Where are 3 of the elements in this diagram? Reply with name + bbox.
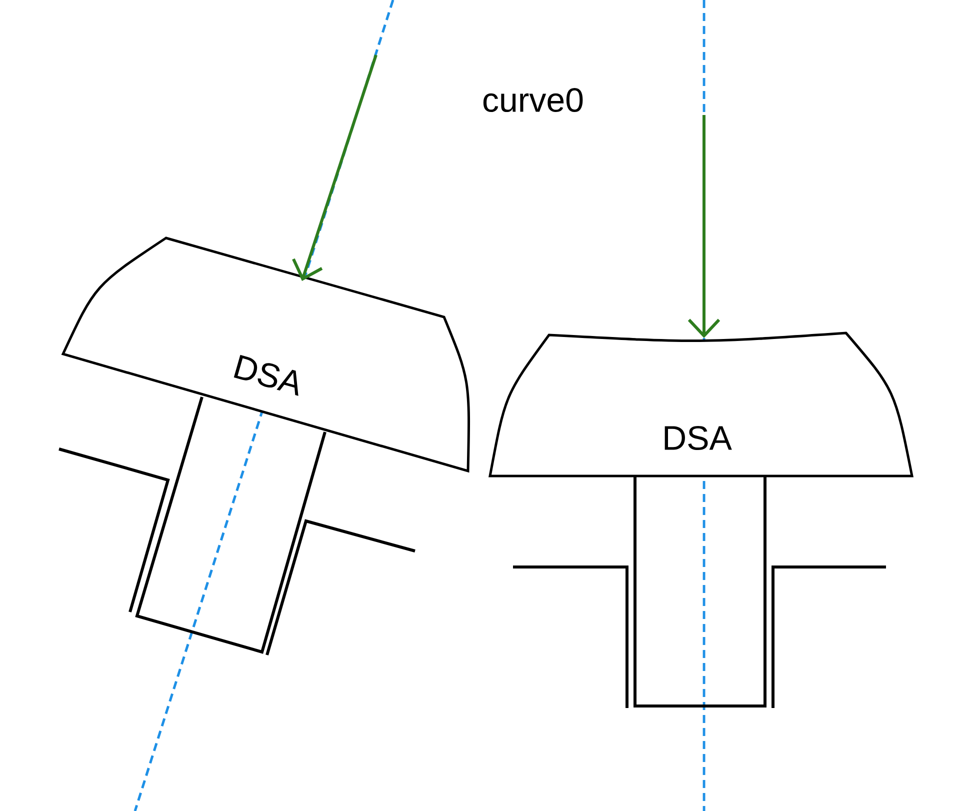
arrow [688,115,720,338]
arrow [292,54,378,281]
curve-label: curve0 [483,88,583,112]
